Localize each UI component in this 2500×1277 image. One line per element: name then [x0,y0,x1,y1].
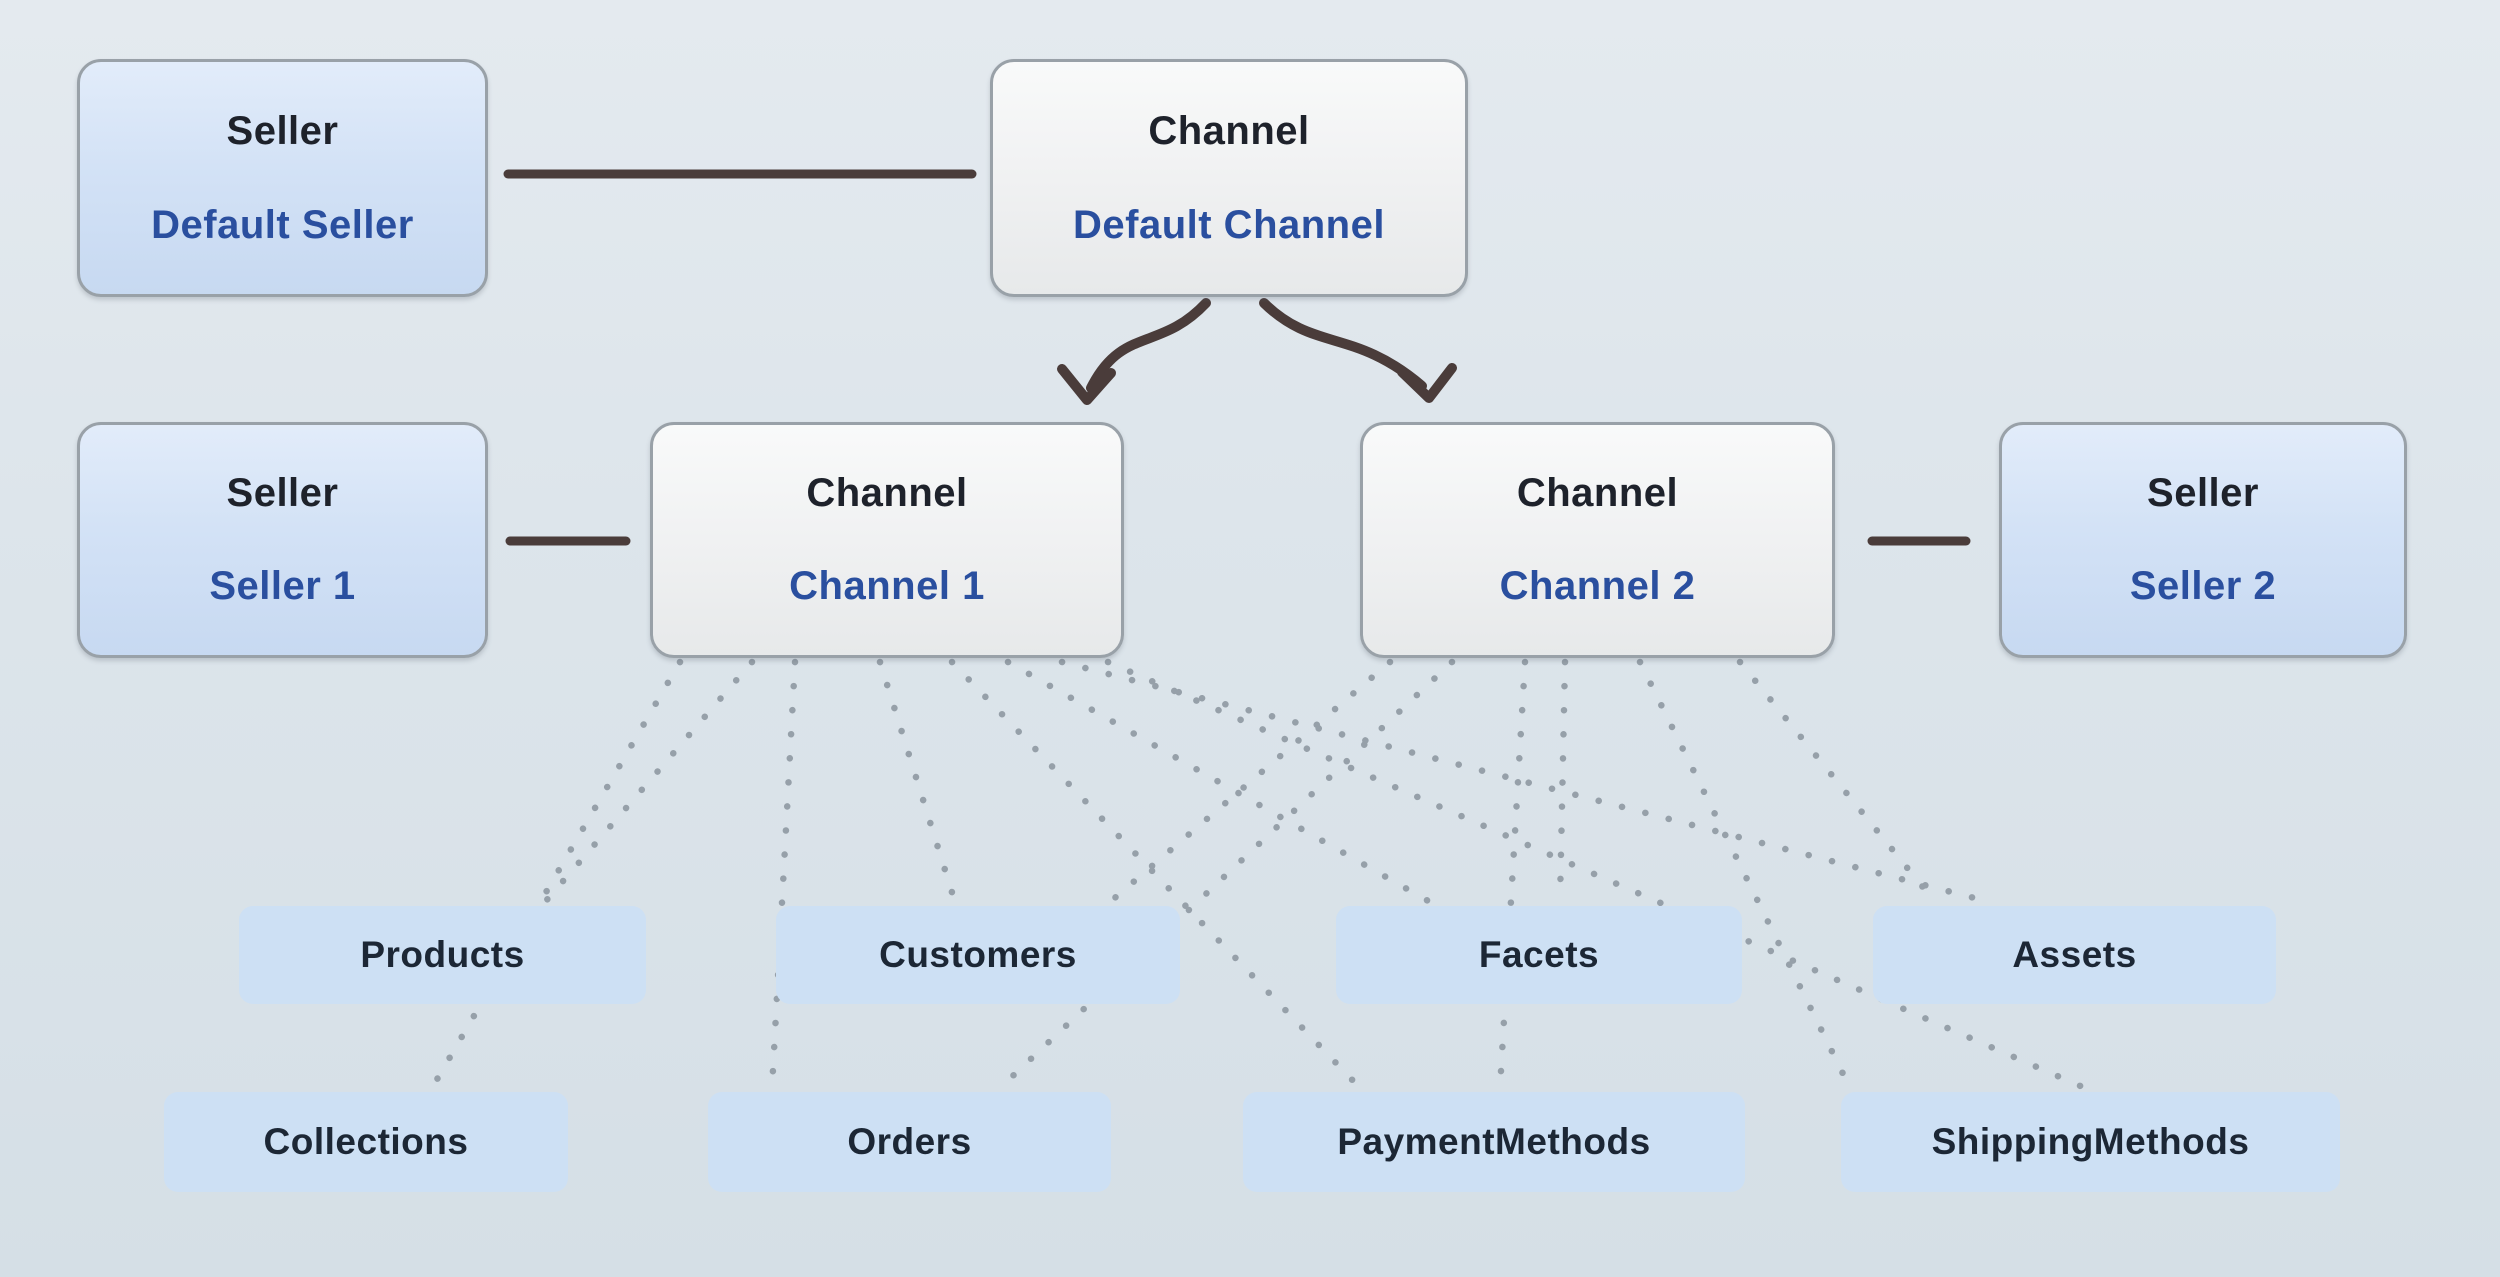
node-subtitle: Default Channel [1073,202,1385,247]
arrowhead-default-channel-channel-2 [1397,363,1457,403]
node-default-channel: Channel Default Channel [990,59,1468,297]
dotted-edge-channel-1-collections [428,658,684,1092]
dotted-edge-channel-1-facets [1004,658,1434,906]
entity-products: Products [239,906,646,1004]
entity-assets: Assets [1873,906,2276,1004]
entity-orders: Orders [708,1092,1111,1192]
dotted-edge-channel-2-assets [1736,658,1939,906]
dotted-edge-channel-2-orders [996,658,1456,1092]
node-channel-1: Channel Channel 1 [650,422,1124,658]
node-subtitle: Channel 1 [789,564,985,608]
dotted-edge-channel-2-shipping-methods [1636,658,1854,1092]
entity-payment-methods: PaymentMethods [1243,1092,1745,1192]
entity-collections: Collections [164,1092,568,1192]
node-title: Seller [2147,471,2259,515]
node-default-seller: Seller Default Seller [77,59,488,297]
dotted-edge-channel-1-shipping-methods [1104,658,2089,1092]
dotted-edge-channel-1-assets [1058,658,1994,906]
dotted-edge-channel-1-customers [876,658,959,906]
node-title: Channel [1148,108,1310,153]
node-title: Channel [806,471,968,515]
entity-facets: Facets [1336,906,1742,1004]
node-subtitle: Seller 1 [209,564,356,608]
node-title: Seller [226,471,339,515]
entity-customers: Customers [776,906,1180,1004]
dotted-edge-channel-1-payment-methods [948,658,1364,1092]
arrow-edge-default-channel-channel-1 [1086,298,1211,393]
dotted-edge-channel-2-facets [1556,658,1569,906]
node-subtitle: Seller 2 [2129,564,2277,608]
node-seller-2: Seller Seller 2 [1999,422,2407,658]
dotted-edge-channel-1-products [541,658,756,906]
node-seller-1: Seller Seller 1 [77,422,488,658]
entity-shipping-methods: ShippingMethods [1841,1092,2340,1192]
node-subtitle: Default Seller [151,202,414,247]
node-channel-2: Channel Channel 2 [1360,422,1835,658]
node-subtitle: Channel 2 [1499,564,1696,608]
arrow-edge-default-channel-channel-2 [1259,298,1427,391]
arrowhead-default-channel-channel-1 [1057,364,1116,405]
dotted-edge-channel-2-payment-methods [1496,658,1529,1092]
dotted-edge-channel-1-orders [768,658,799,1092]
node-title: Seller [226,108,339,153]
dotted-edge-channel-2-customers [1106,658,1394,906]
node-title: Channel [1516,471,1679,515]
